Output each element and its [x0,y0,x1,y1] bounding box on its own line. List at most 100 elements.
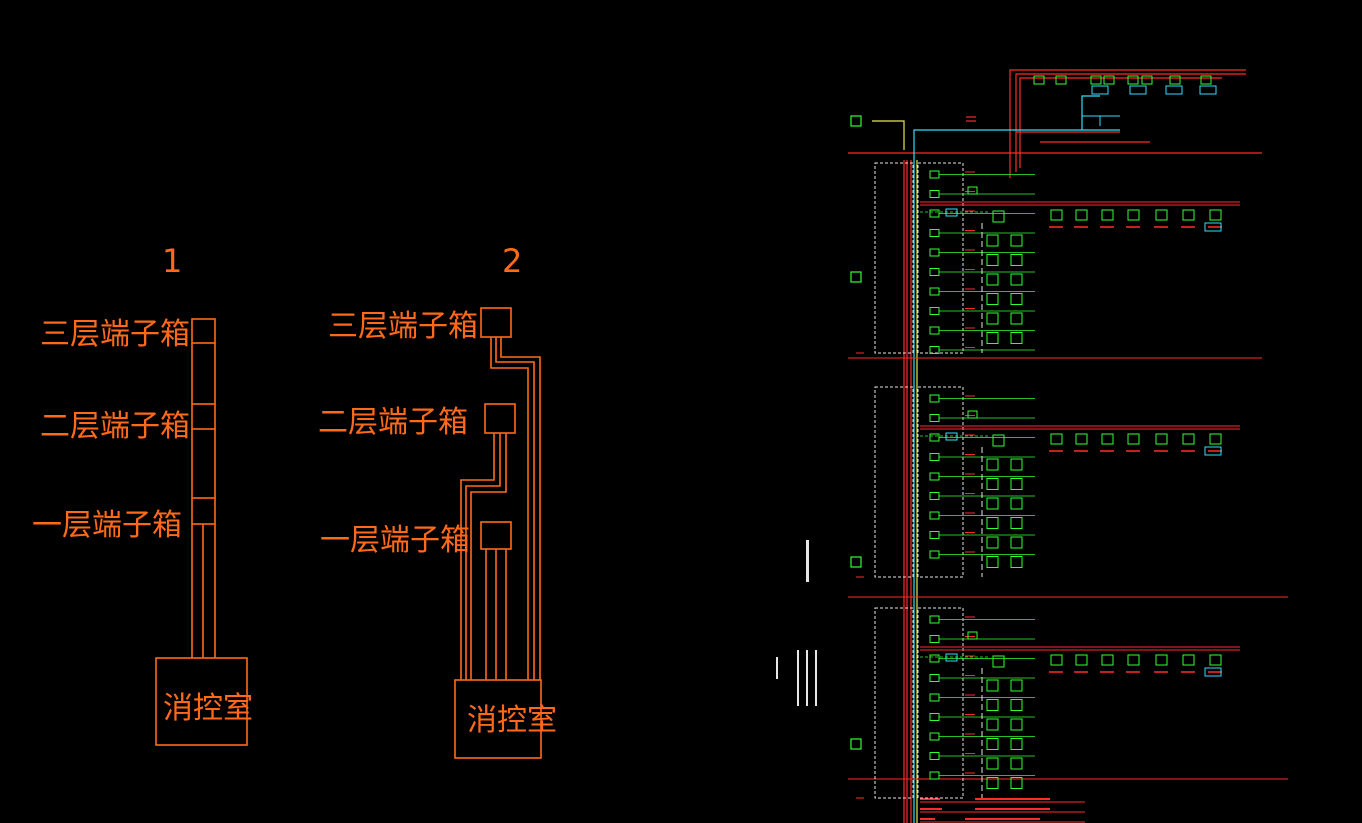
module-box [929,268,940,276]
field-device-symbol [1182,209,1195,221]
detector-symbol [986,679,999,692]
module-box [929,674,940,682]
floor-module-group [856,607,1240,799]
detector-symbol [986,234,999,247]
module-box [929,346,940,354]
field-device-symbol [992,434,1005,447]
smoke-detector-symbol [1010,254,1023,266]
detector-symbol [986,273,999,286]
module-box [929,732,940,741]
field-device-symbol [1204,667,1222,677]
diagram-1-box-floor1 [191,497,216,525]
detector-symbol [986,254,999,266]
module-box [929,531,940,539]
diagram-1-label-floor1: 一层端子箱 [32,508,182,543]
field-device-symbol [1199,85,1217,95]
field-device-symbol [992,210,1005,223]
diagram-1: 1 三层端子箱 二层端子箱 一层端子箱 消控室 [32,242,253,746]
module-box [929,433,940,442]
smoke-detector-symbol [1010,497,1023,510]
detector-symbol [986,699,999,711]
detector-symbol [986,312,999,325]
diagram-2-box-floor3 [480,307,512,338]
detector-symbol [986,738,999,750]
control-module [945,432,958,441]
detector-symbol [986,757,999,770]
smoke-detector-symbol [1010,458,1023,471]
module-box [929,307,940,315]
smoke-detector-symbol [1010,273,1023,286]
module-box [929,326,940,335]
field-device-symbol [1101,209,1114,221]
module-box [929,635,940,643]
control-module [945,653,958,662]
detector-symbol [986,332,999,344]
detector-symbol [986,478,999,490]
module-box [929,414,940,422]
field-device-symbol [1155,433,1168,445]
field-device-symbol [1075,433,1088,445]
diagram-2-label-floor3: 三层端子箱 [328,309,478,344]
module-box [929,615,940,624]
smoke-detector-symbol [1010,777,1023,789]
field-device-symbol [1101,654,1114,666]
top-device-row [1033,75,1217,126]
terminal-enclosure [874,607,914,799]
top-feeders [848,69,1262,178]
field-device-symbol [1200,75,1212,85]
field-device-symbol [1050,209,1063,221]
field-device-symbol [1204,446,1222,456]
field-device-symbol [1127,209,1140,221]
field-device-symbol [1075,209,1088,221]
diagram-1-box-floor2 [191,403,216,430]
field-device-symbol [1129,85,1147,95]
floor-module-groups [856,162,1240,799]
detector-symbol [986,497,999,510]
control-module [945,208,958,217]
smoke-detector-symbol [1010,556,1023,568]
field-device-symbol [1169,75,1181,85]
smoke-detector-symbol [1010,757,1023,770]
field-device-symbol [1155,209,1168,221]
floor-module-group [856,162,1240,354]
diagram-1-control-room-box [155,657,248,746]
smoke-detector-symbol [1010,718,1023,731]
smoke-detector-symbol [1010,517,1023,529]
main-risers [903,160,918,823]
module-box [929,492,940,500]
field-device-symbol [1101,433,1114,445]
diagram-2-cables-floor2 [460,433,507,680]
diagram-2-label-floor2: 二层端子箱 [318,405,468,440]
smoke-detector-symbol [1010,478,1023,490]
module-box [929,190,940,198]
detector-symbol [986,293,999,305]
field-device-symbol [1127,433,1140,445]
terminal-enclosure [874,386,914,578]
module-box [929,287,940,296]
field-device-symbol [1075,654,1088,666]
smoke-detector-symbol [1010,234,1023,247]
smoke-detector-symbol [1010,679,1023,692]
field-device-symbol [1127,75,1139,85]
field-device-symbol [1050,654,1063,666]
detector-symbol [986,536,999,549]
detector-symbol [986,718,999,731]
diagram-2-box-floor1 [480,521,512,550]
diagram-2-label-floor1: 一层端子箱 [320,523,470,558]
field-device-symbol [992,655,1005,668]
diagram-2: 2 三层端子箱 二层端子箱 一层端子箱 消控室 [318,242,557,759]
left-input-markers [850,115,862,750]
field-device-symbol [1055,75,1067,85]
module-enclosure [917,162,964,354]
field-device-symbol [1155,654,1168,666]
diagram-2-cables-floor1 [485,549,507,680]
diagram-1-riser [191,343,216,658]
module-box [929,229,940,237]
smoke-detector-symbol [1010,536,1023,549]
field-device-symbol [1182,654,1195,666]
field-device-symbol [1209,654,1222,666]
module-box [967,631,978,640]
module-enclosure [917,386,964,578]
floor-module-group [856,386,1240,578]
